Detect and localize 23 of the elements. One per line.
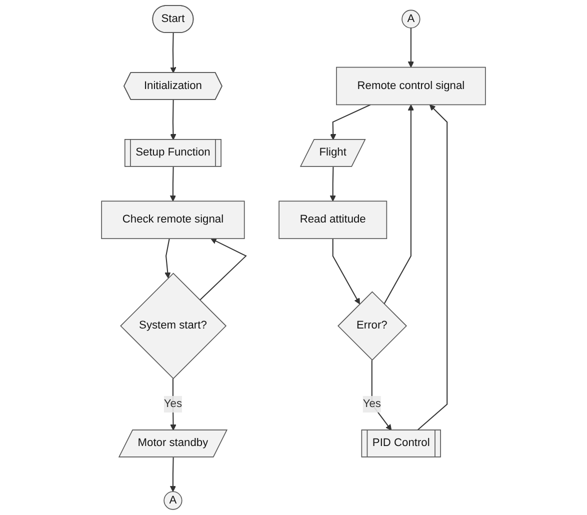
edge-label: Yes xyxy=(362,398,381,410)
node-diamond: Error? xyxy=(338,291,407,361)
arrow xyxy=(170,378,176,431)
node-box: Remote control signal xyxy=(336,66,486,106)
arrow xyxy=(371,360,392,431)
node-box: Read attitude xyxy=(278,200,388,240)
arrow xyxy=(170,166,176,202)
arrow xyxy=(330,166,336,202)
arrow xyxy=(332,238,360,304)
edge-label: Yes xyxy=(164,398,182,410)
arrow xyxy=(199,238,247,301)
arrow xyxy=(416,104,448,431)
node-circle: A xyxy=(402,10,420,28)
node-diamond: System start? xyxy=(120,272,227,380)
node-circle: A xyxy=(164,491,182,510)
arrow xyxy=(170,32,176,74)
node-box: Check remote signal xyxy=(101,200,245,240)
arrow xyxy=(170,457,176,492)
arrow xyxy=(170,100,176,140)
arrow xyxy=(164,238,171,278)
arrow xyxy=(408,28,414,68)
arrow xyxy=(330,104,371,140)
arrow xyxy=(384,104,414,304)
